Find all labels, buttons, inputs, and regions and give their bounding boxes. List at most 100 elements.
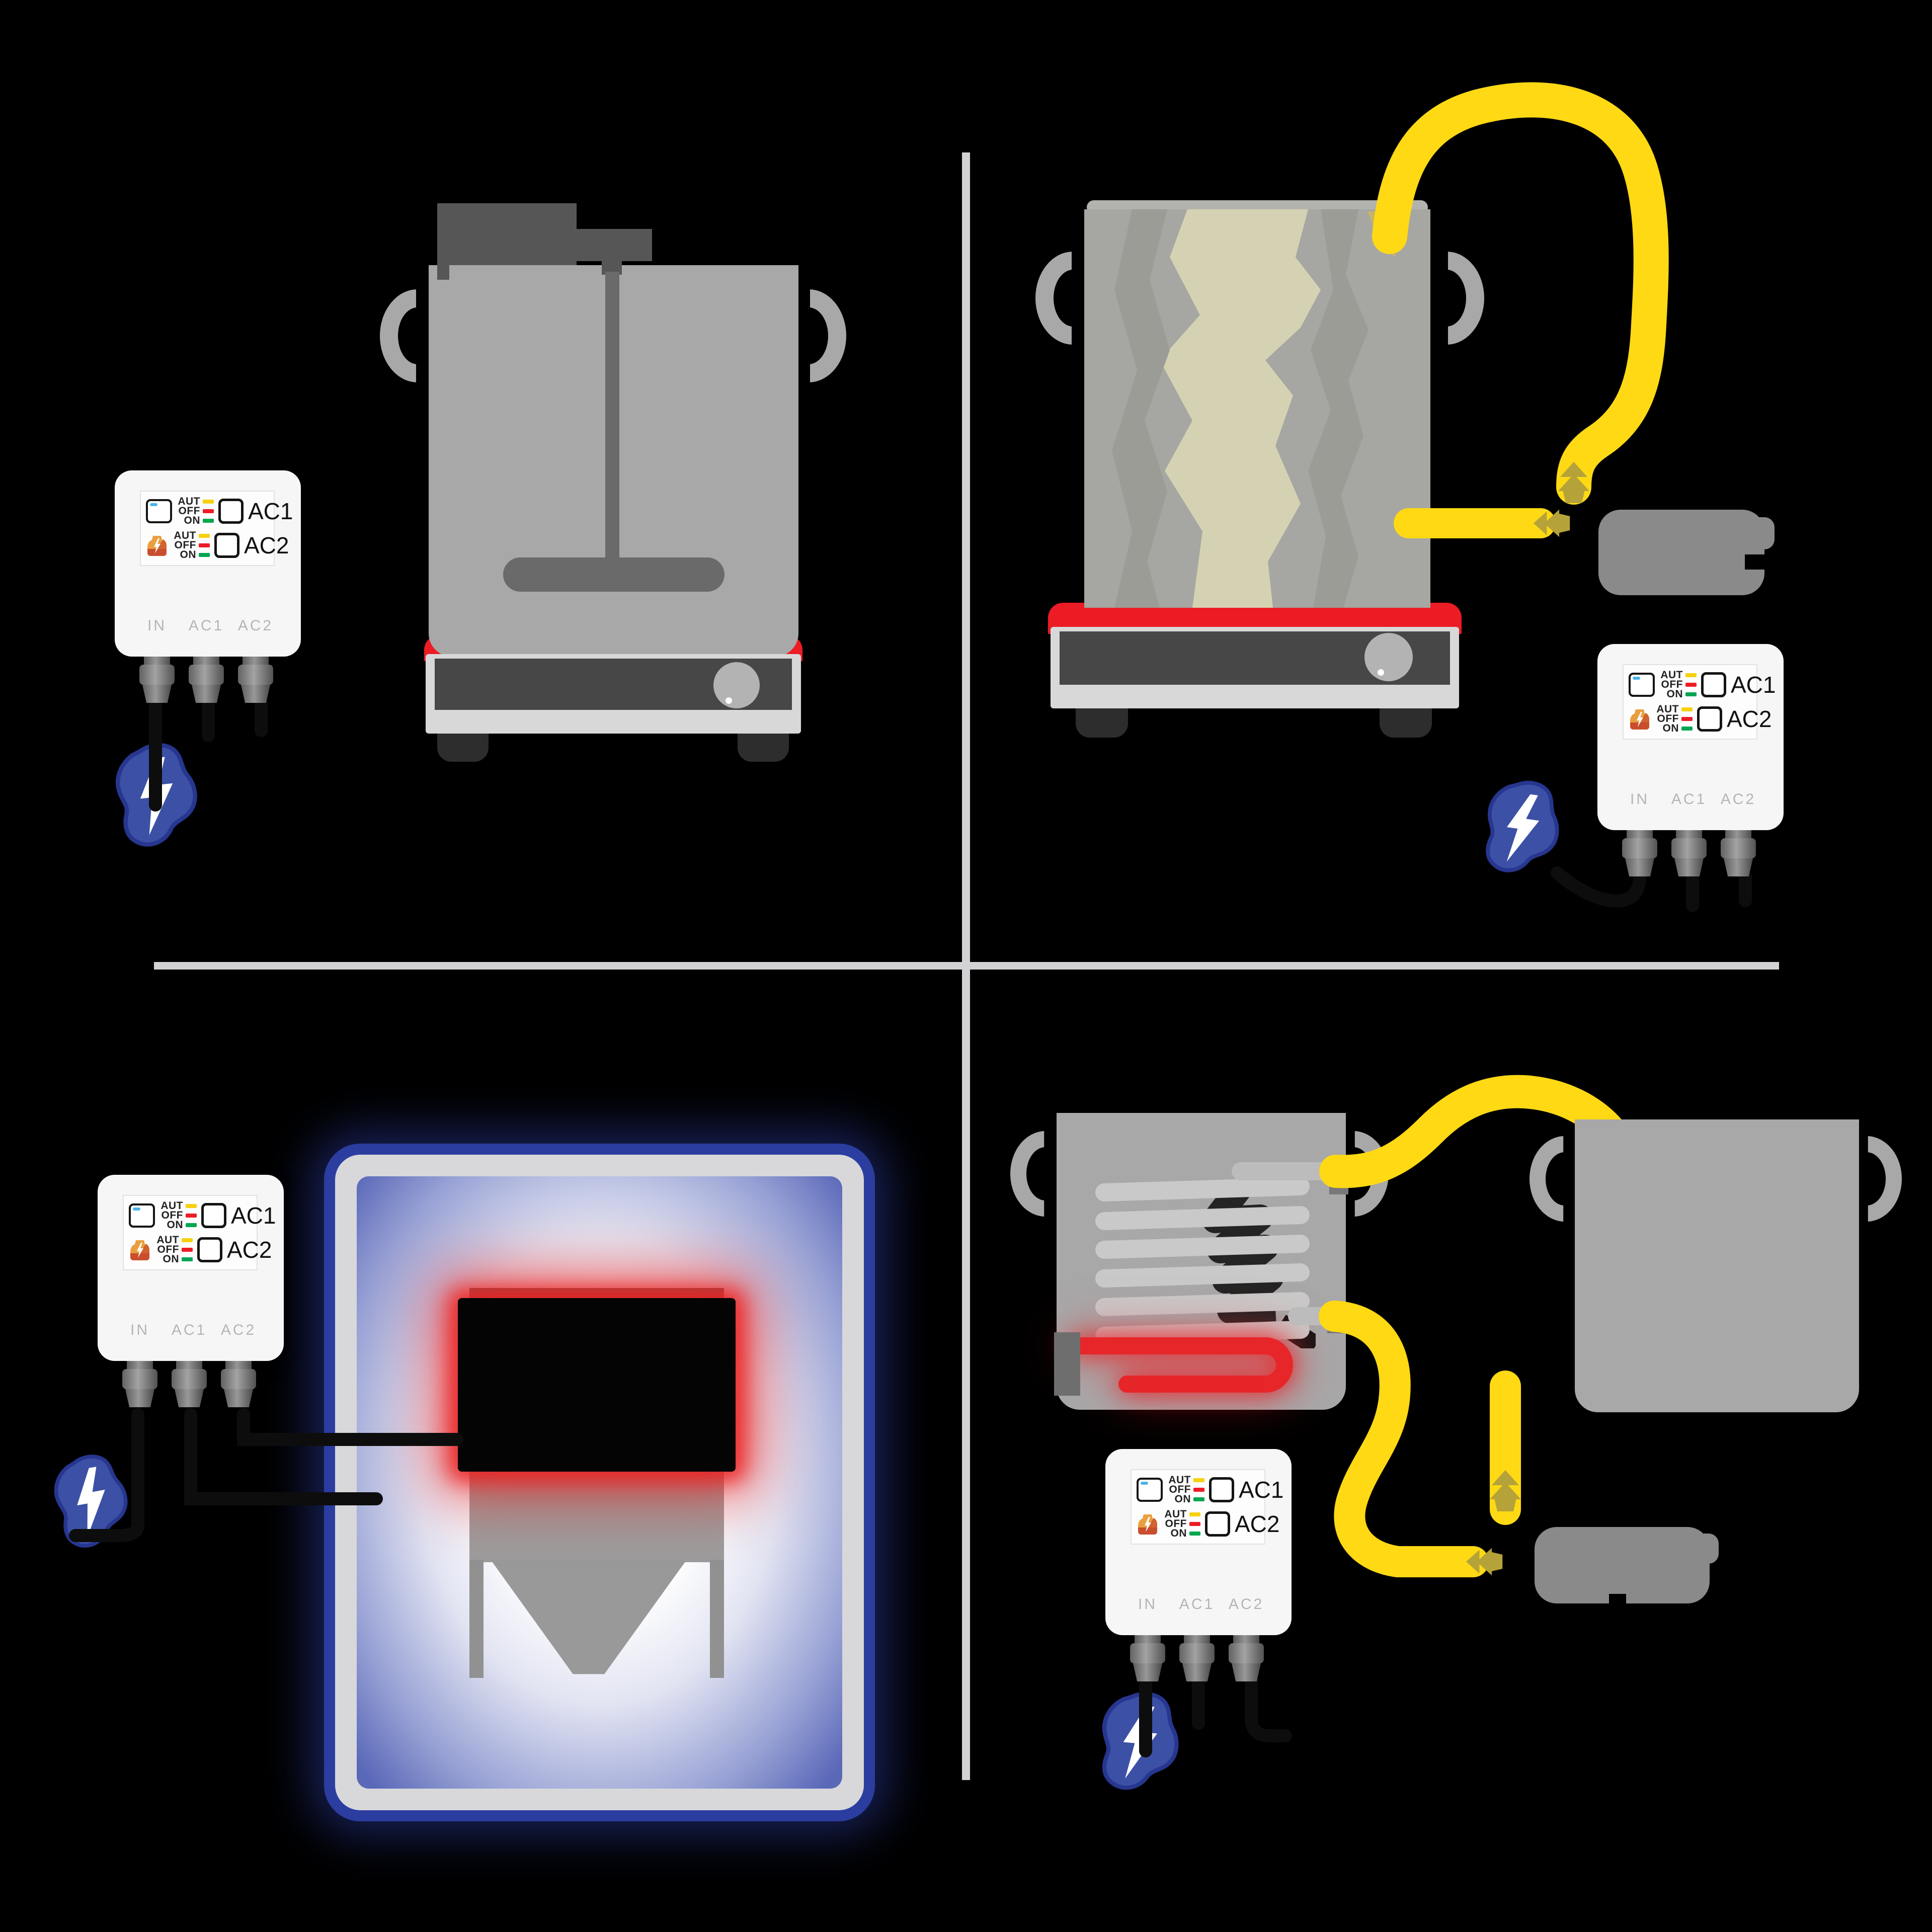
cooling-display-icon [1629, 673, 1655, 697]
aut-led [1685, 673, 1697, 677]
cable-gland-in [134, 657, 180, 703]
led-states: AUT OFF ON [155, 1234, 193, 1265]
ac1-label: AC1 [1731, 672, 1776, 698]
port-ac1-label: AC1 [171, 1322, 207, 1338]
dual-outlet-controller: AUT OFF ON AC1 AUT OFF ON AC2 IN AC1 AC2 [1105, 1449, 1292, 1681]
off-led [199, 543, 210, 547]
wort-pump [1535, 1527, 1710, 1603]
ac2-mode-button[interactable] [197, 1237, 222, 1262]
channel-row-ac2: AUT OFF ON AC2 [1137, 1508, 1279, 1539]
state-label: ON [163, 1253, 179, 1265]
channel-row-ac1: AUT OFF ON AC1 [1137, 1474, 1283, 1505]
ac2-mode-button[interactable] [1697, 706, 1722, 732]
state-label: OFF [178, 505, 200, 517]
state-label: AUT [1656, 703, 1679, 715]
state-label: OFF [1661, 679, 1683, 690]
port-in-label: IN [147, 617, 167, 634]
state-label: AUT [178, 496, 200, 507]
on-led [182, 1257, 193, 1261]
pump-outlet [1704, 1534, 1719, 1564]
cable-gland-ac2 [1716, 830, 1761, 876]
led-states: AUT OFF ON [1163, 1508, 1200, 1539]
pump-outlet [1758, 517, 1775, 549]
fermenter-power-icon [129, 1239, 151, 1260]
cable-gland-in [117, 1361, 163, 1407]
stirrer-shaft [605, 272, 619, 564]
cable-gland-ac2 [1224, 1635, 1269, 1681]
state-label: OFF [1657, 713, 1679, 725]
power-icon [1474, 763, 1575, 897]
led-states: AUT OFF ON [177, 496, 214, 526]
grain-bag [1084, 209, 1430, 608]
port-ac1-label: AC1 [1671, 791, 1707, 808]
off-led [203, 509, 214, 513]
controller-label-panel: AUT OFF ON AC1 AUT OFF ON AC2 [123, 1195, 276, 1270]
ac1-label: AC1 [1239, 1477, 1284, 1503]
hotplate-knob-indicator [1378, 669, 1384, 676]
aut-led [203, 500, 214, 504]
state-label: OFF [157, 1244, 179, 1255]
channel-row-ac2: AUT OFF ON AC2 [1629, 703, 1772, 734]
hotplate-knob[interactable] [1364, 633, 1413, 681]
channel-row-ac1: AUT OFF ON AC1 [1629, 669, 1776, 700]
on-led [186, 1223, 197, 1227]
led-states: AUT OFF ON [1659, 669, 1697, 700]
state-label: OFF [174, 539, 196, 551]
controller-label-panel: AUT OFF ON AC1 AUT OFF ON AC2 [1623, 664, 1776, 740]
state-label: ON [167, 1219, 183, 1231]
ac1-mode-button[interactable] [201, 1203, 226, 1228]
mash-tun [1575, 1119, 1859, 1412]
aut-led [182, 1238, 193, 1242]
ac1-mode-button[interactable] [1701, 672, 1726, 697]
ac2-mode-button[interactable] [1205, 1511, 1230, 1537]
port-ac1-label: AC1 [188, 617, 224, 634]
on-led [1681, 727, 1693, 731]
power-icon [1092, 1687, 1192, 1803]
led-states: AUT OFF ON [173, 530, 210, 560]
ac2-mode-button[interactable] [214, 533, 239, 558]
ac1-label: AC1 [231, 1202, 276, 1229]
fermenter-power-icon [1629, 708, 1651, 730]
state-label: AUT [156, 1234, 179, 1246]
fermenter-power-icon [146, 535, 168, 556]
state-label: OFF [161, 1210, 183, 1221]
cable-gland-ac1 [1666, 830, 1712, 876]
ac2-label: AC2 [227, 1237, 272, 1263]
ac1-mode-button[interactable] [1209, 1477, 1234, 1502]
power-icon [107, 728, 213, 867]
pump-notch [1609, 1594, 1626, 1605]
on-led [203, 519, 214, 523]
state-label: AUT [1164, 1508, 1187, 1520]
hotplate-knob[interactable] [713, 662, 760, 708]
on-led [1189, 1532, 1200, 1536]
port-ac1-label: AC1 [1179, 1596, 1215, 1613]
port-in-label: IN [1630, 791, 1649, 808]
fermenter-leg [710, 1560, 724, 1678]
cable-gland-ac1 [184, 657, 229, 703]
port-ac2-label: AC2 [1228, 1596, 1264, 1613]
dual-outlet-controller: AUT OFF ON AC1 AUT OFF ON AC2 IN AC1 AC2 [1597, 644, 1784, 876]
state-label: OFF [1169, 1484, 1191, 1495]
aut-led [1681, 707, 1693, 711]
led-states: AUT OFF ON [1655, 703, 1693, 734]
coil-outlet-fitting [1329, 1166, 1348, 1194]
stirrer-motor [437, 203, 577, 265]
dual-outlet-controller: AUT OFF ON AC1 AUT OFF ON AC2 IN AC1 AC2 [115, 470, 301, 703]
wort-pump [1598, 510, 1764, 595]
state-label: ON [1666, 688, 1683, 700]
state-label: AUT [174, 530, 196, 541]
state-label: AUT [1660, 669, 1683, 681]
cooling-display-icon [1137, 1478, 1163, 1502]
ac2-label: AC2 [1235, 1511, 1280, 1537]
power-icon [43, 1437, 145, 1568]
pump-notch [1745, 554, 1766, 570]
heater-glowing [458, 1298, 736, 1472]
aut-led [199, 534, 210, 538]
on-led [199, 553, 210, 557]
cable-gland-in [1617, 830, 1662, 876]
ac1-mode-button[interactable] [218, 499, 244, 524]
off-led [182, 1248, 193, 1252]
cable-gland-in [1125, 1635, 1170, 1681]
port-ac2-label: AC2 [237, 617, 274, 634]
